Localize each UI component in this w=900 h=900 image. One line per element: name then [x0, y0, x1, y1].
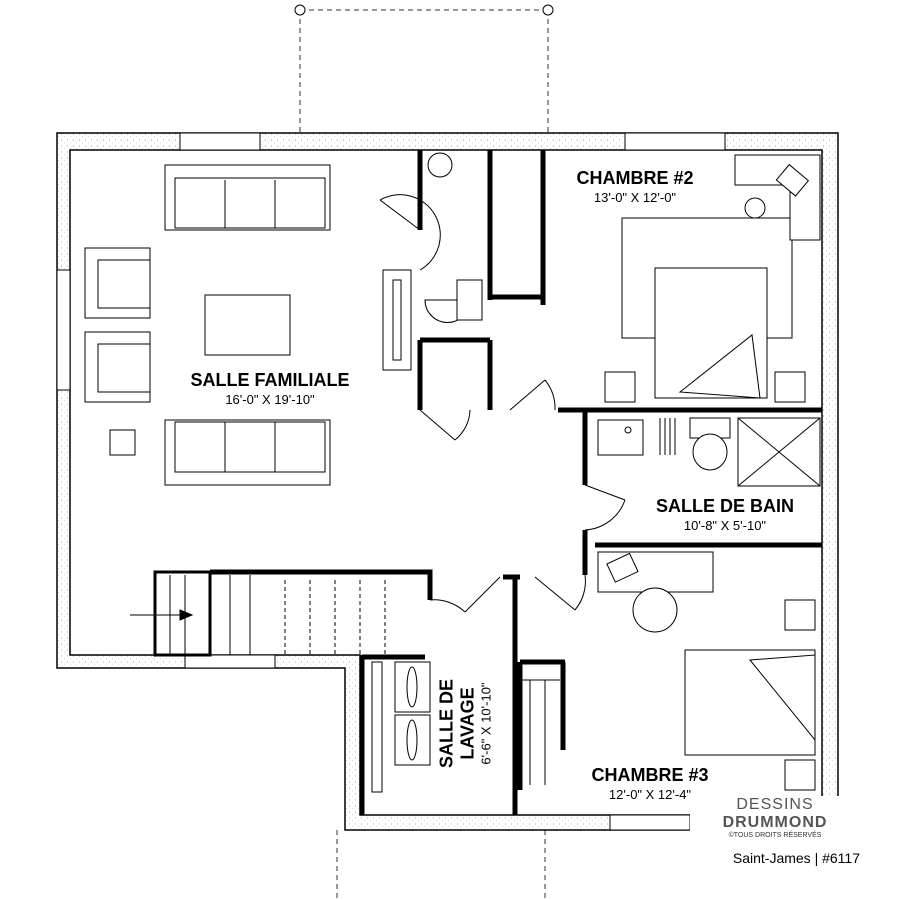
- windows: [56, 132, 726, 831]
- porch-outline: [299, 9, 549, 900]
- room-dim-salle-de-bain: 10'-8" X 5'-10": [683, 518, 767, 533]
- room-name-lavage-2: LAVAGE: [457, 687, 478, 760]
- room-dim-lavage: 6'-6" X 10'-10": [478, 682, 494, 765]
- room-name-salle-familiale: SALLE FAMILIALE: [190, 370, 350, 390]
- plan-name: Saint-James | #6117: [732, 850, 860, 866]
- room-label-salle-de-lavage: SALLE DE LAVAGE 6'-6" X 10'-10": [437, 654, 494, 794]
- copyright: ©TOUS DROITS RÉSERVÉS: [728, 832, 822, 839]
- room-name-salle-de-bain: SALLE DE BAIN: [655, 496, 794, 516]
- post: [294, 4, 306, 16]
- post: [542, 4, 554, 16]
- room-dim-chambre-2: 13'-0" X 12'-0": [593, 190, 677, 205]
- brand-logo: DESSINS DRUMMOND ©TOUS DROITS RÉSERVÉS: [690, 796, 860, 839]
- logo-line-1: DESSINS: [736, 796, 814, 813]
- interior-walls: [210, 150, 822, 815]
- room-name-chambre-2: CHAMBRE #2: [576, 168, 694, 188]
- doors: [379, 194, 626, 613]
- room-name-lavage-1: SALLE DE: [436, 679, 457, 769]
- room-dim-chambre-3: 12'-0" X 12'-4": [608, 787, 692, 802]
- room-dim-salle-familiale: 16'-0" X 19'-10": [225, 392, 315, 407]
- furniture: [84, 152, 821, 793]
- stairs: [130, 570, 386, 657]
- logo-line-2: DRUMMOND: [722, 814, 828, 831]
- room-name-chambre-3: CHAMBRE #3: [591, 765, 709, 785]
